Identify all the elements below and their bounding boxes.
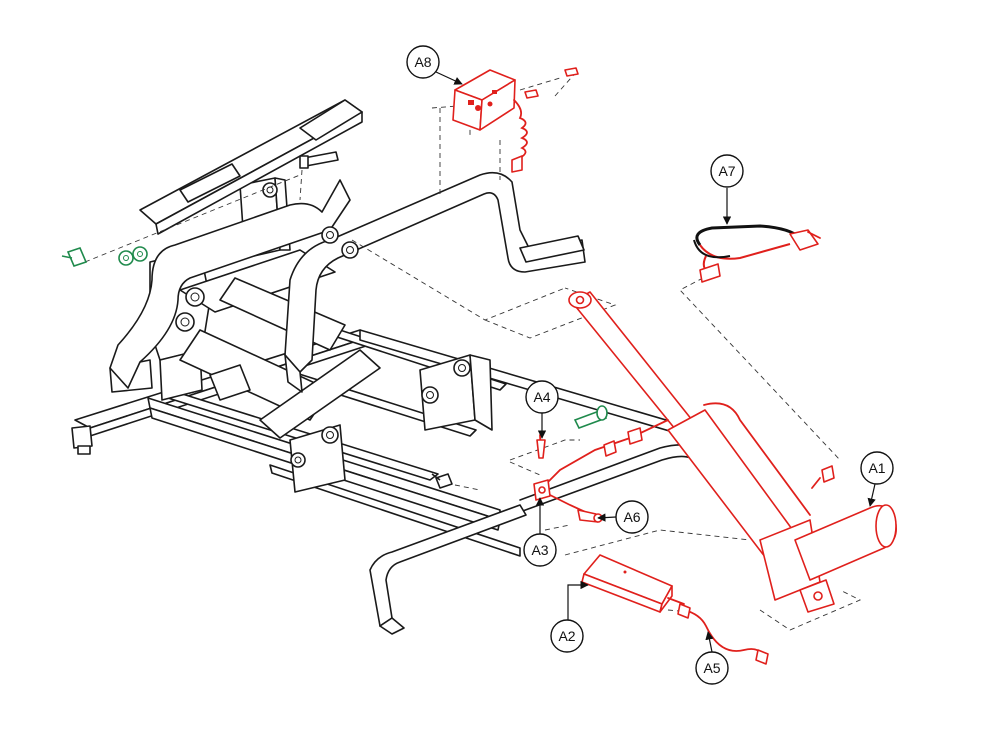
callout-label: A8 [414, 54, 431, 70]
callout-label: A3 [531, 542, 548, 558]
hardware-green [61, 246, 608, 489]
callout-a6: A6 [615, 500, 649, 534]
callout-a8: A8 [406, 45, 440, 79]
callout-label: A6 [623, 509, 640, 525]
callout-label: A1 [868, 460, 885, 476]
scissor-linkage [109, 171, 586, 493]
callout-label: A4 [533, 389, 550, 405]
control-box-a8 [452, 67, 579, 173]
actuator-a1 [539, 291, 897, 613]
callout-a1: A1 [860, 451, 894, 485]
connectors-red [533, 434, 603, 523]
callout-a2: A2 [550, 619, 584, 653]
power-supply-a2 [581, 554, 769, 665]
callout-label: A5 [703, 660, 720, 676]
back-support-bar [139, 99, 363, 235]
callout-label: A2 [558, 628, 575, 644]
callout-a3: A3 [523, 533, 557, 567]
callout-label: A7 [718, 163, 735, 179]
callout-a7: A7 [710, 154, 744, 188]
callout-leaders [435, 71, 876, 653]
callout-a4: A4 [525, 380, 559, 414]
callout-a5: A5 [695, 651, 729, 685]
cable-a7 [693, 224, 821, 283]
